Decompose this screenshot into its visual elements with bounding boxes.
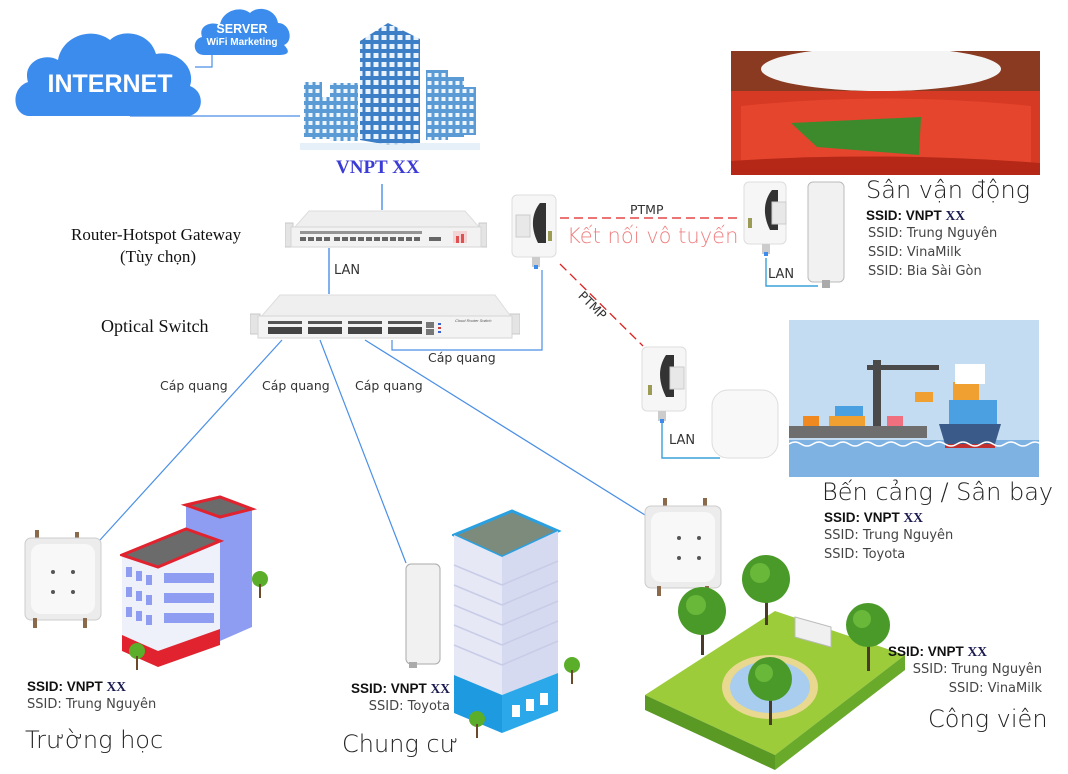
stadium-name: Sân vận động (866, 176, 1031, 204)
port-ssid-2: SSID: Toyota (824, 547, 906, 562)
fiber-label-park: Cáp quang (355, 378, 423, 393)
ptmp-port-link (559, 263, 644, 347)
router-label-line2: (Tùy chọn) (120, 247, 197, 266)
cloud-icon (15, 33, 201, 116)
school-ssid-1: SSID: Trung Nguyên (27, 697, 157, 712)
wireless-caption: Kết nối vô tuyến (567, 224, 739, 248)
switch-to-apartment-link (319, 339, 407, 564)
apartment-building (450, 505, 562, 740)
sector-ap-icon (405, 563, 441, 668)
ssid-prefix: SSID: VNPT (866, 208, 942, 223)
school-ssid-block: SSID: VNPT XX SSID: Trung Nguyên (27, 679, 156, 714)
outdoor-ap-icon (644, 498, 722, 596)
school-ssid-primary: SSID: VNPT XX (27, 679, 156, 695)
ssid-prefix: SSID: VNPT (27, 679, 103, 694)
server-subtitle: WiFi Marketing (206, 37, 278, 48)
fiber-label-school: Cáp quang (160, 378, 228, 393)
antenna-icon (743, 181, 787, 256)
school-name: Trường học (25, 726, 164, 754)
router-switch-lan-label: LAN (334, 263, 361, 278)
router-label-line1: Router-Hotspot Gateway (71, 225, 242, 244)
port-name: Bến cảng / Sân bay (822, 478, 1054, 506)
outdoor-ap-icon (24, 530, 102, 628)
datacenter-buildings (300, 15, 480, 150)
ssid-suffix: XX (967, 644, 988, 659)
switch-to-school-link (99, 339, 283, 541)
switch-to-park-link (364, 339, 646, 516)
access-point-stadium (806, 180, 846, 290)
apartment-ssid-block: SSID: VNPT XX SSID: Toyota (338, 681, 450, 716)
port-ssid-1: SSID: Trung Nguyên (824, 528, 954, 543)
ceiling-ap-icon (711, 389, 779, 459)
ssid-prefix: SSID: VNPT (824, 510, 900, 525)
park-ssid-block: SSID: VNPT XX SSID: Trung Nguyên SSID: V… (888, 644, 1042, 698)
stadium-ssid-1: SSID: Trung Nguyên (868, 226, 998, 241)
switch-brand-text: Cloud Router Switch (455, 318, 492, 323)
school-building-icon (117, 495, 258, 667)
tree-icon (250, 570, 270, 600)
stadium-ssid-block: SSID: VNPT XX SSID: Trung Nguyên SSID: V… (866, 208, 997, 281)
ssid-prefix: SSID: VNPT (888, 644, 964, 659)
stadium-lan-link (765, 258, 818, 287)
park-ssid-1: SSID: Trung Nguyên (912, 662, 1042, 677)
internet-cloud: INTERNET (10, 18, 205, 118)
park-name: Công viên (928, 705, 1048, 733)
wireless-bridge-port (640, 345, 690, 425)
ptmp-stadium-label: PTMP (630, 202, 664, 217)
apartment-building-icon (450, 509, 562, 733)
tree-icon (127, 642, 147, 672)
park-illustration (645, 545, 905, 770)
server-cloud: SERVER WiFi Marketing (192, 5, 292, 57)
port-lan-label: LAN (669, 433, 696, 448)
apartment-ap (404, 562, 444, 672)
internet-label: INTERNET (47, 70, 173, 98)
switch-icon (249, 294, 521, 339)
apartment-ssid-1: SSID: Toyota (368, 699, 450, 714)
ssid-suffix: XX (903, 510, 924, 525)
server-title: SERVER (216, 22, 268, 36)
stadium-ssid-3: SSID: Bia Sài Gòn (868, 264, 982, 279)
park-ap (643, 498, 723, 598)
school-ap (23, 530, 103, 630)
stadium-ssid-2: SSID: VinaMilk (868, 245, 962, 260)
ssid-suffix: XX (106, 679, 127, 694)
stadium-lan-label: LAN (768, 267, 795, 282)
datacenter-label: VNPT XX (336, 157, 420, 178)
antenna-icon (511, 194, 557, 269)
stadium-ssid-primary: SSID: VNPT XX (866, 208, 997, 224)
school-building (117, 495, 280, 670)
park-ssid-2: SSID: VinaMilk (948, 681, 1042, 696)
cloud-icon (194, 8, 290, 55)
sector-ap-icon (807, 181, 845, 288)
tree-icon (467, 710, 487, 740)
ssid-prefix: SSID: VNPT (350, 681, 427, 696)
wireless-bridge-main (510, 193, 560, 271)
stadium-image (731, 51, 1040, 175)
switch-to-bridge-link (391, 270, 543, 351)
port-lan-link (661, 420, 720, 459)
apartment-name: Chung cư (342, 730, 459, 758)
wireless-bridge-stadium (742, 180, 790, 258)
router-icon (284, 210, 488, 248)
ssid-suffix: XX (945, 208, 966, 223)
fiber-label-bridge: Cáp quang (428, 350, 496, 365)
switch-label: Optical Switch (101, 316, 209, 336)
port-ssid-block: SSID: VNPT XX SSID: Trung Nguyên SSID: T… (824, 510, 953, 564)
fiber-label-apartment: Cáp quang (262, 378, 330, 393)
park-ssid-primary: SSID: VNPT XX (888, 644, 1042, 660)
antenna-icon (641, 346, 687, 423)
tree-icon (562, 656, 582, 686)
harbor-icon (789, 320, 1039, 477)
port-ssid-primary: SSID: VNPT XX (824, 510, 953, 526)
access-point-port (710, 388, 780, 460)
ssid-suffix: XX (430, 681, 451, 696)
optical-switch-device: Cloud Router Switch (249, 292, 521, 342)
park-icon (645, 555, 905, 770)
apartment-ssid-primary: SSID: VNPT XX (338, 681, 450, 697)
router-device (284, 207, 488, 249)
office-buildings-icon (300, 23, 480, 150)
port-image (789, 320, 1039, 477)
stadium-icon (731, 51, 1040, 175)
